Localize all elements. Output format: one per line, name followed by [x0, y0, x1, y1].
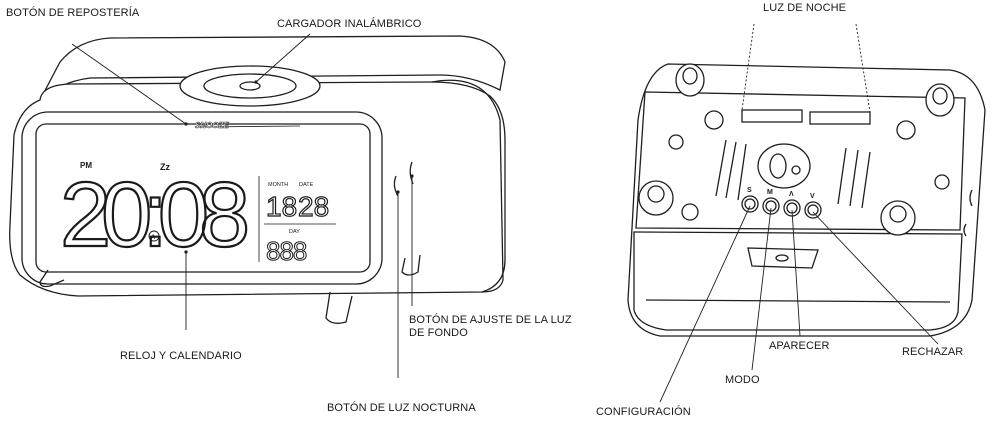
label-snooze-button: BOTÓN DE REPOSTERÍA — [6, 7, 140, 19]
center-badge — [757, 143, 811, 189]
label-backlight-button: BOTÓN DE AJUSTE DE LA LUZ DE FONDO — [409, 314, 572, 339]
display-content: PM 20:08 Zz MONTH DATE 18 28 DAY 888 SNO… — [59, 121, 336, 267]
alarm-icon — [148, 230, 160, 242]
display-zz: Zz — [160, 162, 170, 172]
front-clock-right-side — [431, 79, 504, 293]
leader-mode — [751, 207, 772, 371]
bottom-clock-base-plate — [635, 91, 966, 231]
display-pm: PM — [80, 161, 92, 170]
bottom-button-labels: S M Λ V — [747, 187, 815, 200]
display-day-label: DAY — [289, 229, 300, 235]
front-leaders — [71, 33, 414, 378]
bottom-clock-body — [627, 63, 986, 337]
alarm-symbol: A — [151, 235, 156, 241]
bottom-foot-tr — [925, 83, 955, 117]
display-month: 18 — [266, 191, 297, 222]
front-clock — [9, 35, 506, 324]
bottom-foot-bl — [638, 180, 674, 216]
label-settings: CONFIGURACIÓN — [596, 406, 691, 418]
label-clock-calendar: RELOJ Y CALENDARIO — [120, 350, 242, 362]
display-date: 28 — [298, 191, 329, 222]
charger-pad-inner — [203, 73, 297, 99]
side-button-night-light — [393, 175, 399, 197]
display-date-label: DATE — [299, 182, 314, 188]
bottom-button-down — [804, 201, 822, 219]
button-letter-down: V — [810, 193, 815, 200]
bottom-leaders — [659, 23, 939, 403]
button-letter-m: M — [767, 189, 773, 196]
label-night-light-button: BOTÓN DE LUZ NOCTURNA — [327, 402, 476, 414]
snooze-text: SNOOZE — [195, 121, 229, 130]
label-up: APARECER — [769, 340, 830, 352]
display-day: 888 — [266, 236, 307, 266]
button-letter-up: Λ — [789, 191, 794, 198]
leader-up — [791, 209, 801, 337]
screw-hole-tl — [704, 110, 724, 130]
charger-pad-outer — [179, 65, 321, 107]
front-foot-right — [325, 291, 353, 324]
label-mode: MODO — [725, 374, 760, 386]
charger-pad-center — [239, 81, 261, 91]
front-foot-back — [401, 254, 421, 276]
bottom-button-m — [762, 197, 780, 215]
display-window — [35, 123, 371, 273]
bottom-clock-front-face — [633, 231, 963, 331]
night-light-window-left — [741, 109, 803, 123]
bottom-foot-tl — [675, 63, 705, 97]
label-wireless-charger: CARGADOR INALÁMBRICO — [277, 18, 422, 30]
front-foot-left — [39, 269, 65, 288]
display-time: 20:08 — [60, 164, 247, 266]
label-night-light: LUZ DE NOCHE — [763, 2, 847, 14]
bottom-button-s — [741, 195, 759, 213]
leader-night-light-left — [741, 23, 755, 111]
button-letter-s: S — [747, 187, 752, 194]
display-month-label: MONTH — [268, 182, 288, 188]
bottom-foot-br — [880, 200, 916, 236]
screw-hole-tr — [896, 120, 916, 140]
leader-night-light-right — [855, 23, 871, 113]
leader-settings — [659, 205, 751, 403]
screw-hole-ml — [668, 134, 684, 150]
snooze-bar — [199, 125, 301, 128]
leader-snooze — [71, 43, 187, 125]
bottom-clock — [627, 63, 986, 337]
night-light-window-right — [809, 111, 871, 125]
leader-down — [812, 211, 939, 345]
screw-hole-bl — [681, 203, 699, 221]
label-down: RECHAZAR — [902, 346, 964, 358]
leader-charger — [255, 33, 311, 83]
screw-hole-br — [934, 174, 950, 190]
